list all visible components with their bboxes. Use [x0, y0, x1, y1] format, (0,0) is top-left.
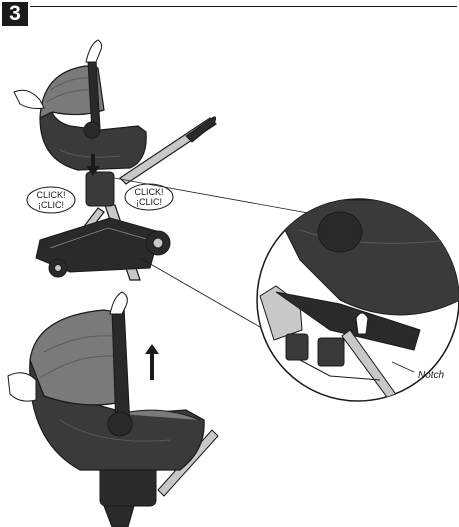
stroller-rear-wheel [145, 230, 171, 256]
stroller-adapter-hub [85, 171, 115, 207]
header-rule [30, 6, 457, 7]
hand-icon [13, 89, 45, 109]
hand-icon [85, 39, 103, 63]
stroller-handlebar [185, 116, 217, 143]
stroller-basket [35, 217, 161, 273]
stroller-front-wheel [48, 258, 68, 278]
hand-icon [7, 372, 37, 402]
car-seat-shell [39, 111, 147, 171]
notch-detail-magnifier: Notch [256, 198, 459, 402]
top-stroller-figure [13, 39, 217, 281]
up-arrow-icon [145, 344, 159, 380]
svg-text:CLICK!: CLICK! [134, 187, 163, 197]
click-callout-right: CLICK! ¡CLIC! [124, 183, 174, 211]
svg-text:CLICK!: CLICK! [36, 190, 65, 200]
svg-text:¡CLIC!: ¡CLIC! [38, 200, 64, 210]
step-number-badge: 3 [2, 2, 28, 26]
bottom-lift-figure [7, 291, 219, 527]
down-arrow-icon [86, 154, 100, 176]
hand-icon [109, 291, 128, 315]
car-seat-canopy-lower [29, 309, 123, 406]
svg-text:¡CLIC!: ¡CLIC! [136, 197, 162, 207]
click-callout-left: CLICK! ¡CLIC! [26, 186, 76, 214]
notch-label: Notch [418, 370, 445, 381]
